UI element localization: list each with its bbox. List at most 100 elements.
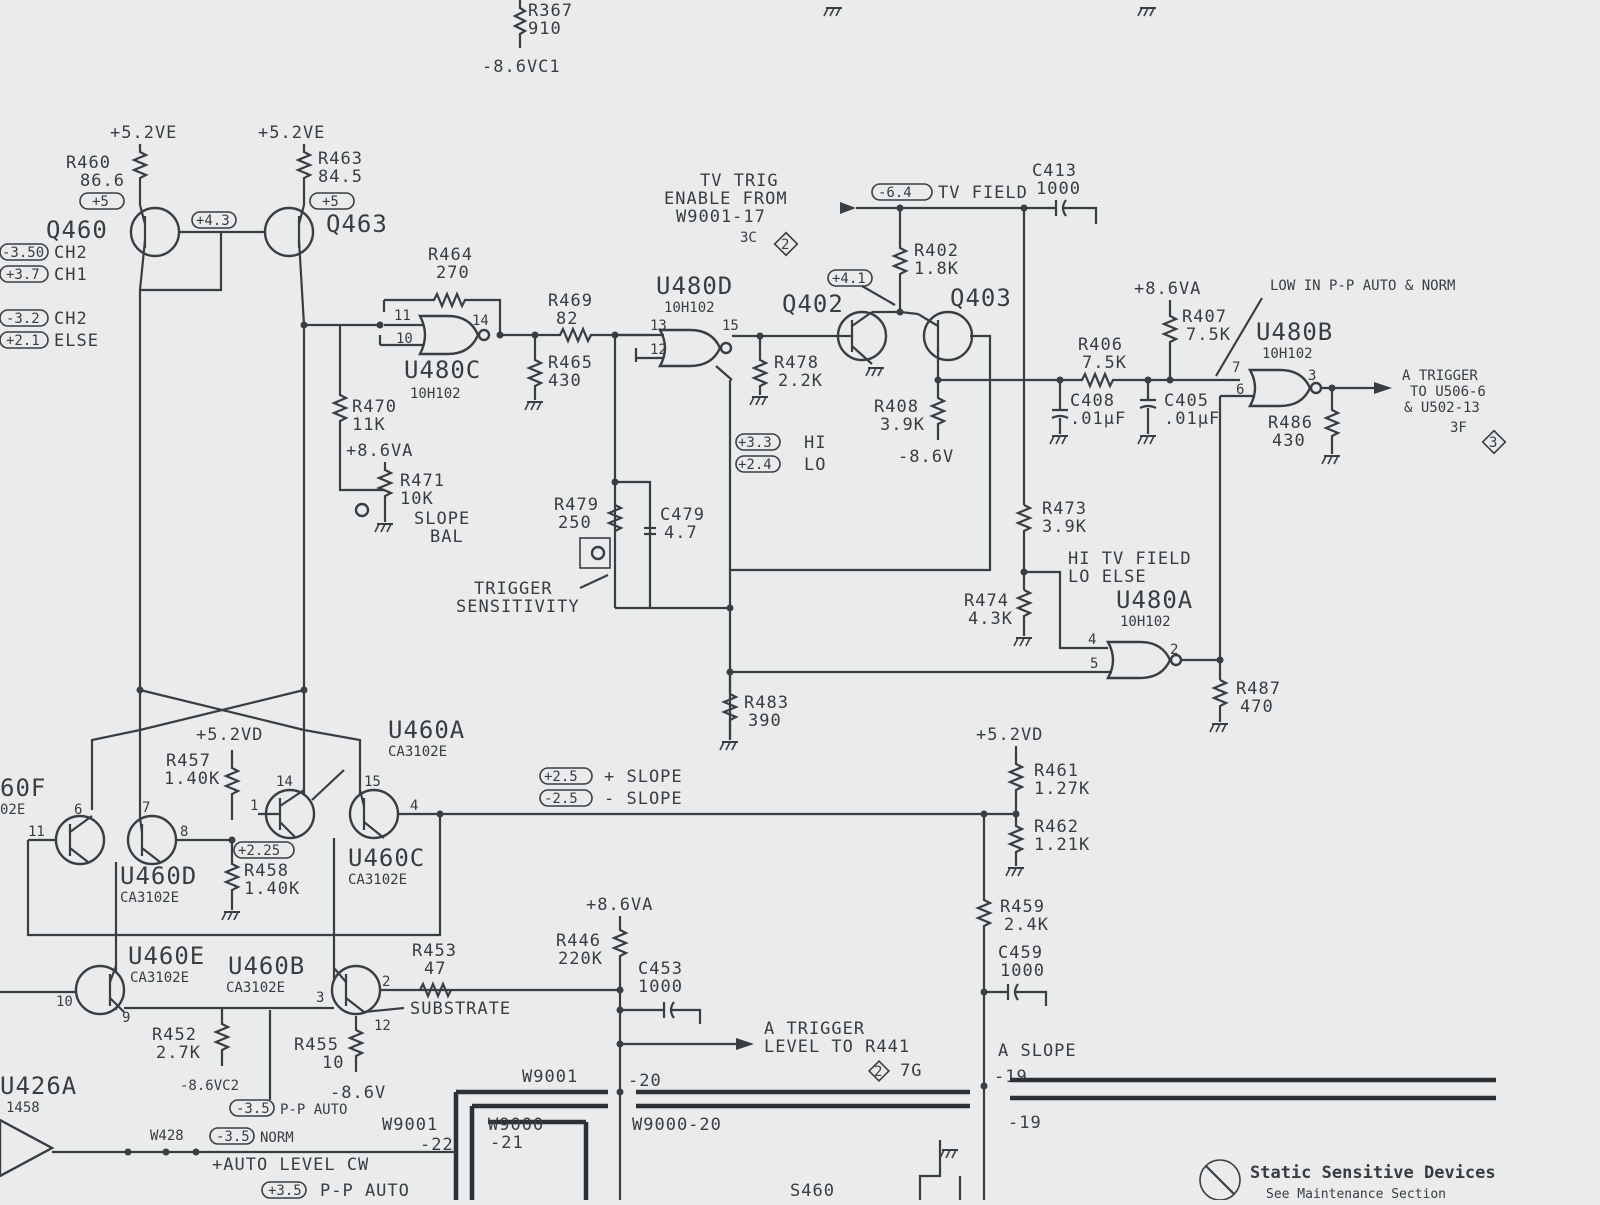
w9001-22-label: W9001	[382, 1115, 438, 1135]
pin-u460e-10: 10	[56, 994, 73, 1010]
r470-value: 11K	[352, 415, 386, 435]
pp-auto-label: P-P AUTO	[280, 1102, 347, 1118]
a-trig-level-label-2: LEVEL TO R441	[764, 1037, 910, 1057]
auto-level-label: +AUTO LEVEL CW	[212, 1155, 369, 1175]
label-ch2b: CH2	[54, 309, 88, 329]
r474-resistor	[1015, 589, 1033, 636]
c413-ref: C413	[1032, 161, 1077, 181]
c479-ref: C479	[660, 505, 705, 525]
r464-ref: R464	[428, 245, 473, 265]
v-hi: +3.3	[738, 435, 772, 451]
pin-u460d-7: 7	[142, 800, 150, 816]
u426a-ref: U426A	[0, 1072, 77, 1100]
r465-resistor	[526, 335, 544, 400]
u480a-part: 10H102	[1120, 614, 1171, 630]
r446-resistor	[611, 916, 629, 1200]
r463-resistor	[295, 144, 313, 205]
u480a-gate	[1105, 640, 1172, 680]
r406-value: 7.5K	[1082, 353, 1127, 373]
a-trig-level-ref: 7G	[900, 1061, 922, 1081]
r455-resistor	[347, 1016, 365, 1072]
v-q402: +4.1	[832, 271, 866, 287]
v-tvfield: -6.4	[878, 185, 912, 201]
label-ch1: CH1	[54, 265, 88, 285]
r367-value: 910	[528, 19, 562, 39]
substrate-label: SUBSTRATE	[410, 999, 511, 1019]
label-else: ELSE	[54, 331, 99, 351]
minus-slope-label: - SLOPE	[604, 789, 683, 809]
v-pp: -3.5	[236, 1101, 270, 1117]
rail-p86va-3: +8.6VA	[586, 895, 653, 915]
a-slope-label: A SLOPE	[998, 1041, 1077, 1061]
r486-ref: R486	[1268, 413, 1313, 433]
pin-u460f-6: 6	[74, 802, 82, 818]
trigger-sensitivity-control[interactable]	[579, 537, 611, 569]
a-trigger-label-1: A TRIGGER	[1402, 368, 1478, 384]
r457-resistor	[223, 750, 241, 820]
low-in-label: LOW IN P-P AUTO & NORM	[1270, 278, 1455, 294]
r478-value: 2.2K	[778, 371, 823, 391]
slope-bal-label-1: SLOPE	[414, 509, 470, 529]
r473-value: 3.9K	[1042, 517, 1087, 537]
u460c-part: CA3102E	[348, 872, 407, 888]
u480c-gate	[418, 314, 480, 356]
rail-p86va-1: +8.6VA	[346, 441, 413, 461]
static-sensitive-label-1: Static Sensitive Devices	[1250, 1163, 1496, 1183]
tv-trig-label-2: ENABLE FROM	[664, 189, 788, 209]
trigger-sensitivity-label-1: TRIGGER	[474, 579, 553, 599]
r464-value: 270	[436, 263, 470, 283]
r474-value: 4.3K	[968, 609, 1013, 629]
r471-ref: R471	[400, 471, 445, 491]
slope-bal-adjust-icon[interactable]	[354, 502, 370, 518]
r487-resistor	[1211, 679, 1229, 722]
q460-transistor	[129, 206, 181, 258]
r473-resistor	[1015, 504, 1033, 590]
w428-label: W428	[150, 1128, 184, 1144]
v-pp2: +3.5	[268, 1183, 302, 1199]
r453-ref: R453	[412, 941, 457, 961]
r453-value: 47	[424, 959, 446, 979]
pin-u460a-1: 1	[250, 798, 258, 814]
u480b-ref: U480B	[1256, 318, 1333, 346]
r487-value: 470	[1240, 697, 1274, 717]
r460-ref: R460	[66, 153, 111, 173]
pin-20-label: -20	[628, 1071, 662, 1091]
u480b-part: 10H102	[1262, 346, 1313, 362]
c453-value: 1000	[638, 977, 683, 997]
v-ch2b: -3.2	[6, 311, 40, 327]
pin-u460a-14: 14	[276, 774, 293, 790]
r367-resistor	[512, 0, 528, 48]
r479-resistor	[606, 504, 624, 532]
r474-ref: R474	[964, 591, 1009, 611]
pin-u460d-8: 8	[180, 824, 188, 840]
r406-resistor	[938, 371, 1240, 389]
q402-label: Q402	[782, 290, 844, 318]
sheet-ref-diamond	[773, 231, 799, 257]
tv-trig-label-1: TV TRIG	[700, 171, 779, 191]
pin-u480c-14: 14	[472, 313, 489, 329]
r452-ref: R452	[152, 1025, 197, 1045]
diamond-label-2b: 2	[874, 1064, 882, 1080]
c459-ref: C459	[998, 943, 1043, 963]
static-sensitive-label-2: See Maintenance Section	[1266, 1187, 1446, 1200]
pin-u480b-3: 3	[1308, 368, 1316, 384]
pin-u480c-11: 11	[394, 308, 411, 324]
v-else: +2.1	[6, 333, 40, 349]
r469-ref: R469	[548, 291, 593, 311]
r483-value: 390	[748, 711, 782, 731]
r462-value: 1.21K	[1034, 835, 1090, 855]
pp-auto2-label: P-P AUTO	[320, 1181, 410, 1200]
r483-ref: R483	[744, 693, 789, 713]
u460d-ref: U460D	[120, 862, 197, 890]
r458-resistor	[223, 840, 241, 910]
pin-u480d-15: 15	[722, 318, 739, 334]
r464-resistor	[382, 291, 502, 335]
r459-value: 2.4K	[1004, 915, 1049, 935]
r402-value: 1.8K	[914, 259, 959, 279]
rail-n86vc1: -8.6VC1	[482, 57, 561, 77]
r407-value: 7.5K	[1186, 325, 1231, 345]
a-trig-level-label-1: A TRIGGER	[764, 1019, 865, 1039]
r486-resistor	[1323, 388, 1341, 454]
u480d-gate	[657, 328, 722, 368]
